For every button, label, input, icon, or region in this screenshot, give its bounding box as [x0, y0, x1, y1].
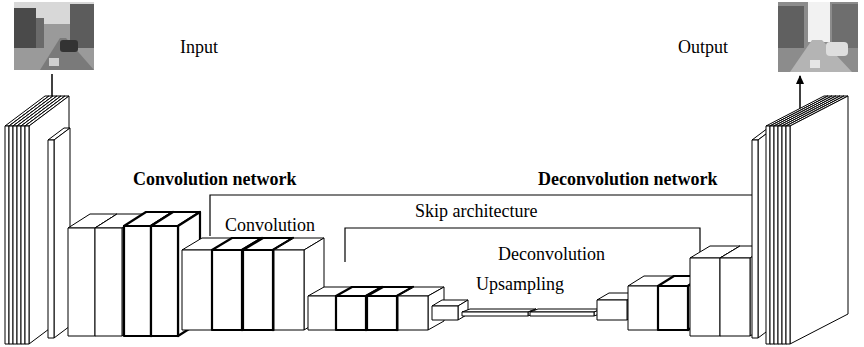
layer-face — [720, 258, 750, 336]
layer-face — [124, 226, 151, 336]
layer-face — [212, 250, 242, 330]
text-label: Convolution — [223, 216, 317, 236]
layer-blocks — [5, 96, 848, 344]
layer-face — [25, 126, 29, 344]
layer-face — [766, 126, 770, 344]
layer-face — [243, 250, 273, 330]
text-label: Convolution network — [131, 170, 299, 190]
layer-face — [628, 286, 658, 330]
layer-face — [786, 126, 790, 344]
layer-face — [17, 126, 21, 344]
layer-face — [95, 228, 122, 336]
layer-face — [48, 140, 54, 338]
layer-face — [5, 126, 9, 344]
layer-face — [770, 126, 774, 344]
layer-face — [367, 296, 397, 330]
layer-face — [308, 296, 336, 330]
text-label: Skip architecture — [413, 202, 539, 222]
text-label: Deconvolution — [496, 245, 607, 265]
layer-face — [29, 96, 69, 344]
input-image — [14, 2, 94, 70]
layer-face — [774, 126, 778, 344]
layer-face — [778, 126, 782, 344]
layer-face — [690, 258, 720, 336]
layer-face — [398, 296, 428, 330]
layer-face — [432, 306, 458, 320]
skip-line — [210, 195, 757, 236]
layer-face — [530, 312, 594, 316]
layer-face — [336, 296, 366, 330]
layer-face — [658, 286, 688, 330]
text-label: Output — [676, 38, 730, 58]
layer-face — [68, 228, 95, 336]
layer-face — [462, 312, 528, 316]
layer-face — [182, 250, 212, 330]
text-label: Deconvolution network — [536, 170, 720, 190]
text-label: Input — [178, 38, 220, 58]
layer-face — [597, 300, 627, 320]
layer-face — [274, 250, 304, 330]
output-image — [778, 2, 858, 72]
layer-face — [752, 140, 758, 338]
layer-face — [790, 96, 848, 344]
layer-face — [782, 126, 786, 344]
layer-face — [9, 126, 13, 344]
layer-face — [13, 126, 17, 344]
layer-face — [151, 226, 178, 336]
layer-face — [21, 126, 25, 344]
text-label: Upsampling — [474, 275, 566, 295]
